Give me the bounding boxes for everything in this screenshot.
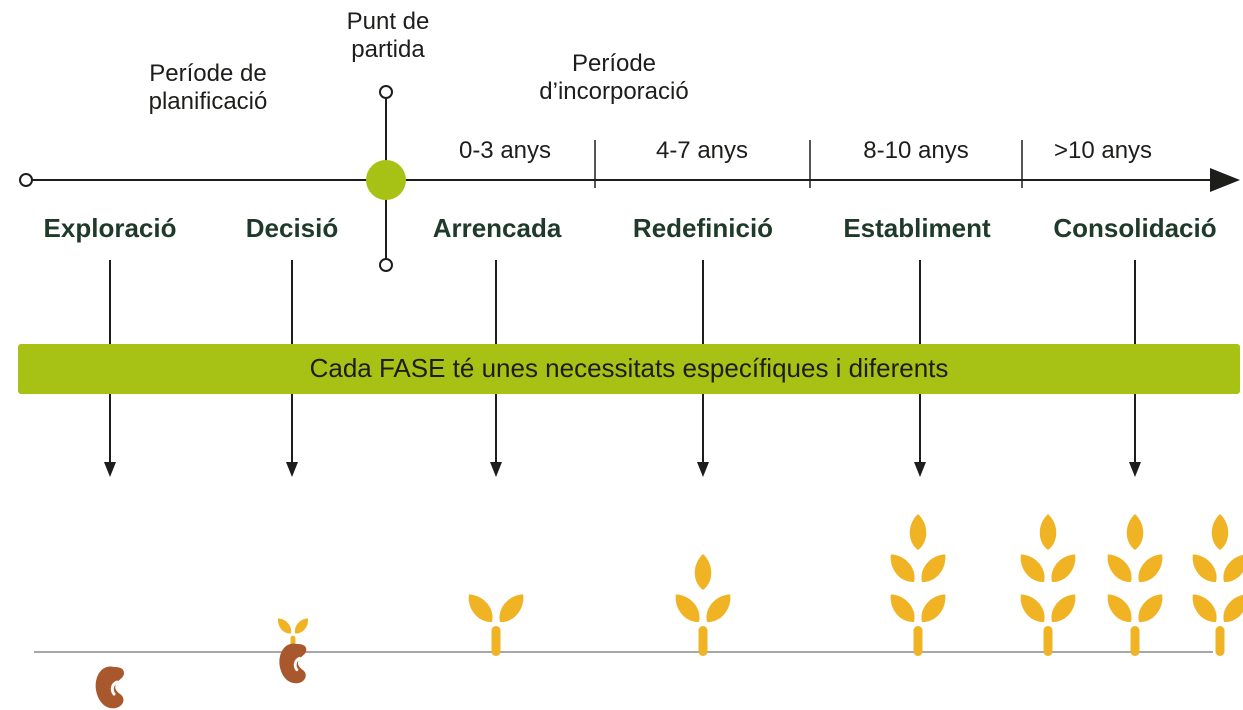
- phase-label-consolidation: Consolidació: [1053, 213, 1217, 243]
- phase-needs-banner: Cada FASE té unes necessitats específiqu…: [18, 344, 1240, 394]
- year-range-label: >10 anys: [1053, 137, 1153, 164]
- starting-point-label: Punt de partida: [346, 8, 430, 64]
- phase-label-redefinition: Redefinició: [632, 213, 774, 243]
- start-marker-bottom-circle: [379, 258, 393, 272]
- phase-label-establishment: Establiment: [843, 213, 991, 243]
- phase-label-decision: Decisió: [245, 213, 339, 243]
- seed-icon: [94, 665, 126, 710]
- wheat-plant-icon: [1015, 514, 1082, 656]
- timeline-start-circle: [19, 173, 33, 187]
- phase-label-launch: Arrencada: [432, 213, 562, 243]
- phase-label-exploration: Exploració: [43, 213, 177, 243]
- incorporation-period-label: Període d’incorporació: [539, 50, 689, 106]
- start-marker-top-circle: [379, 85, 393, 99]
- germinating-seed-icon: [275, 615, 312, 685]
- planning-period-label: Període de planificació: [148, 60, 268, 116]
- year-range-label: 0-3 anys: [458, 137, 552, 164]
- year-range-label: 4-7 anys: [655, 137, 749, 164]
- starting-point-dot: [366, 160, 406, 200]
- wheat-plant-icon: [1102, 514, 1169, 656]
- wheat-plant-icon: [885, 514, 952, 656]
- wheat-plant-icon: [1187, 514, 1243, 656]
- sprout-plant-icon: [463, 589, 530, 656]
- timeline-arrowhead: [1210, 168, 1240, 192]
- banner-text: Cada FASE té unes necessitats específiqu…: [309, 353, 949, 383]
- year-range-label: 8-10 anys: [863, 137, 969, 164]
- young-wheat-plant-icon: [670, 554, 737, 656]
- plant-illustrations: [94, 514, 1243, 710]
